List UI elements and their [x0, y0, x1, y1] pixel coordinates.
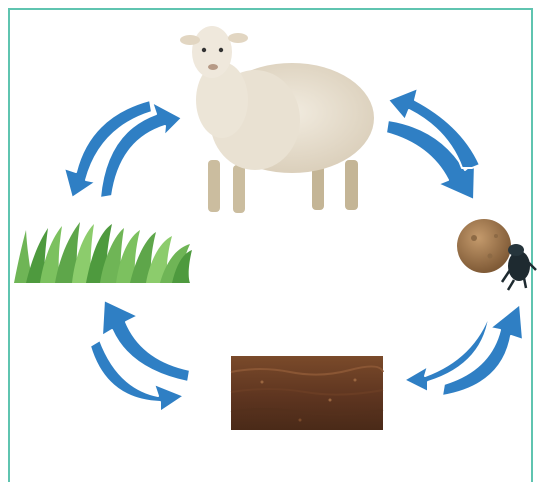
- soil-icon: [231, 356, 383, 430]
- arrow-soil-to-beetle: [442, 304, 523, 396]
- sheep-icon: [180, 26, 374, 213]
- dung-beetle-icon: [457, 219, 536, 290]
- grass-icon: [14, 222, 192, 283]
